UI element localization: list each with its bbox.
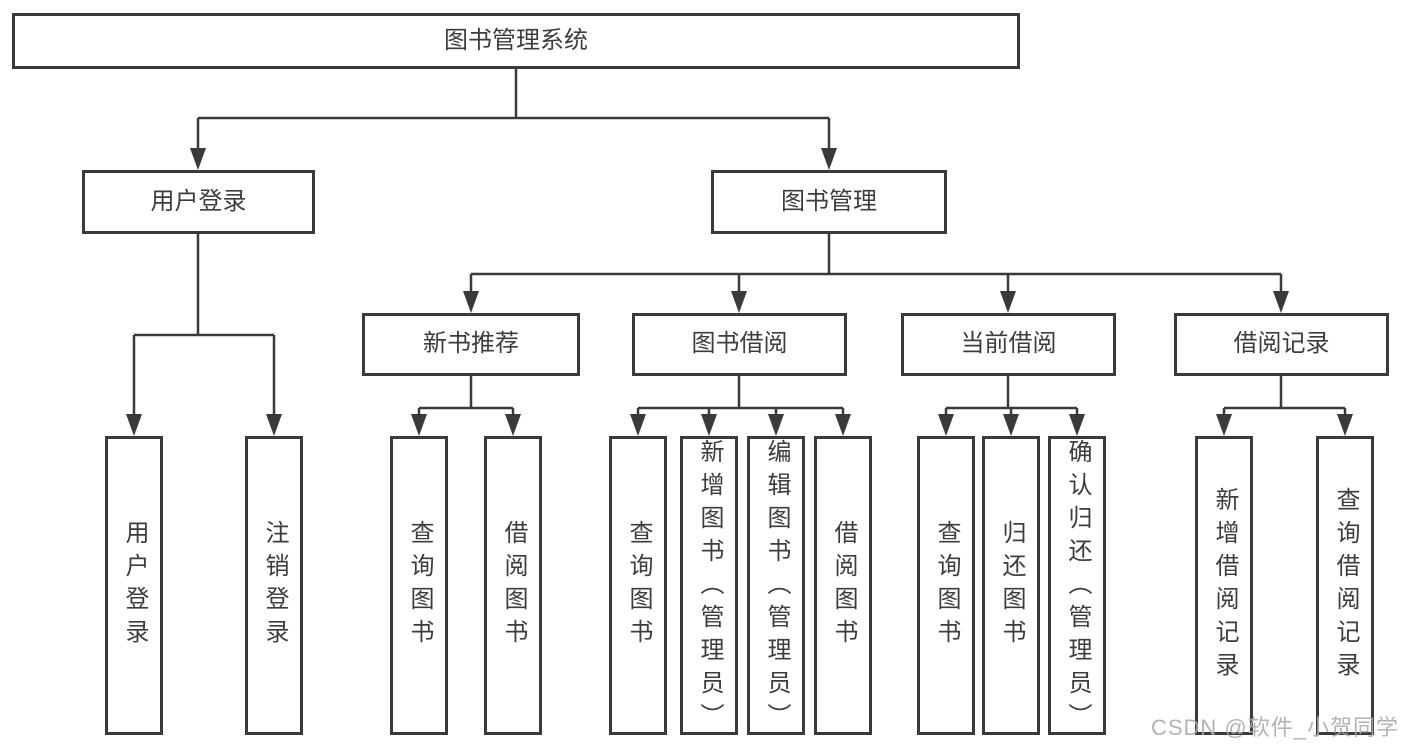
- connector-userlogin-to-leaves: [132, 234, 276, 418]
- connector-bookborrow-to-leaves: [636, 376, 845, 418]
- leaf-logout: 注销登录: [245, 436, 303, 735]
- leaf-return-books: 归还图书: [982, 436, 1040, 735]
- leaf-add-borrow-record: 新增借阅记录: [1195, 436, 1253, 735]
- arrow-down-icon: [768, 414, 784, 436]
- leaf-confirm-return-admin: 确认归还（管理员）: [1048, 436, 1106, 736]
- connector-currentborrow-to-leaves: [944, 376, 1079, 418]
- arrow-down-icon: [266, 414, 282, 436]
- leaf-query-books-current: 查询图书: [917, 436, 975, 735]
- arrow-down-icon: [701, 414, 717, 436]
- arrow-down-icon: [126, 414, 142, 436]
- leaf-borrow-books: 借阅图书: [814, 436, 872, 735]
- leaf-borrow-books-recommend: 借阅图书: [484, 436, 542, 735]
- arrow-down-icon: [190, 148, 206, 170]
- node-new-book-recommend: 新书推荐: [362, 313, 580, 376]
- node-book-management: 图书管理: [711, 170, 947, 234]
- leaf-query-books-recommend: 查询图书: [390, 436, 448, 735]
- arrow-down-icon: [835, 414, 851, 436]
- arrow-down-icon: [505, 414, 521, 436]
- leaf-query-books-borrow: 查询图书: [609, 436, 667, 735]
- arrow-down-icon: [1337, 414, 1353, 436]
- arrowheads: [126, 148, 1353, 436]
- connector-borrowrecords-to-leaves: [1222, 376, 1347, 418]
- arrow-down-icon: [1000, 291, 1016, 313]
- arrow-down-icon: [411, 414, 427, 436]
- arrow-down-icon: [1216, 414, 1232, 436]
- arrow-down-icon: [1273, 291, 1289, 313]
- arrow-down-icon: [938, 414, 954, 436]
- leaf-user-login: 用户登录: [105, 436, 163, 735]
- arrow-down-icon: [630, 414, 646, 436]
- arrow-down-icon: [1069, 414, 1085, 436]
- arrow-down-icon: [1003, 414, 1019, 436]
- leaf-add-books-admin: 新增图书（管理员）: [680, 436, 738, 736]
- node-current-borrow: 当前借阅: [901, 313, 1116, 376]
- leaf-edit-books-admin: 编辑图书（管理员）: [747, 436, 805, 736]
- connector-bookmgmt-to-level3: [469, 234, 1283, 295]
- arrow-down-icon: [821, 148, 837, 170]
- node-book-borrow: 图书借阅: [632, 313, 847, 376]
- connector-newbook-to-leaves: [417, 376, 515, 418]
- node-root-system: 图书管理系统: [12, 13, 1020, 69]
- node-user-login: 用户登录: [82, 170, 315, 234]
- connector-root-to-level2: [196, 69, 831, 152]
- csdn-watermark: CSDN @软件_小贺同学: [1150, 715, 1399, 740]
- node-borrow-records: 借阅记录: [1174, 313, 1389, 376]
- arrow-down-icon: [731, 291, 747, 313]
- arrow-down-icon: [463, 291, 479, 313]
- leaf-query-borrow-record: 查询借阅记录: [1316, 436, 1374, 735]
